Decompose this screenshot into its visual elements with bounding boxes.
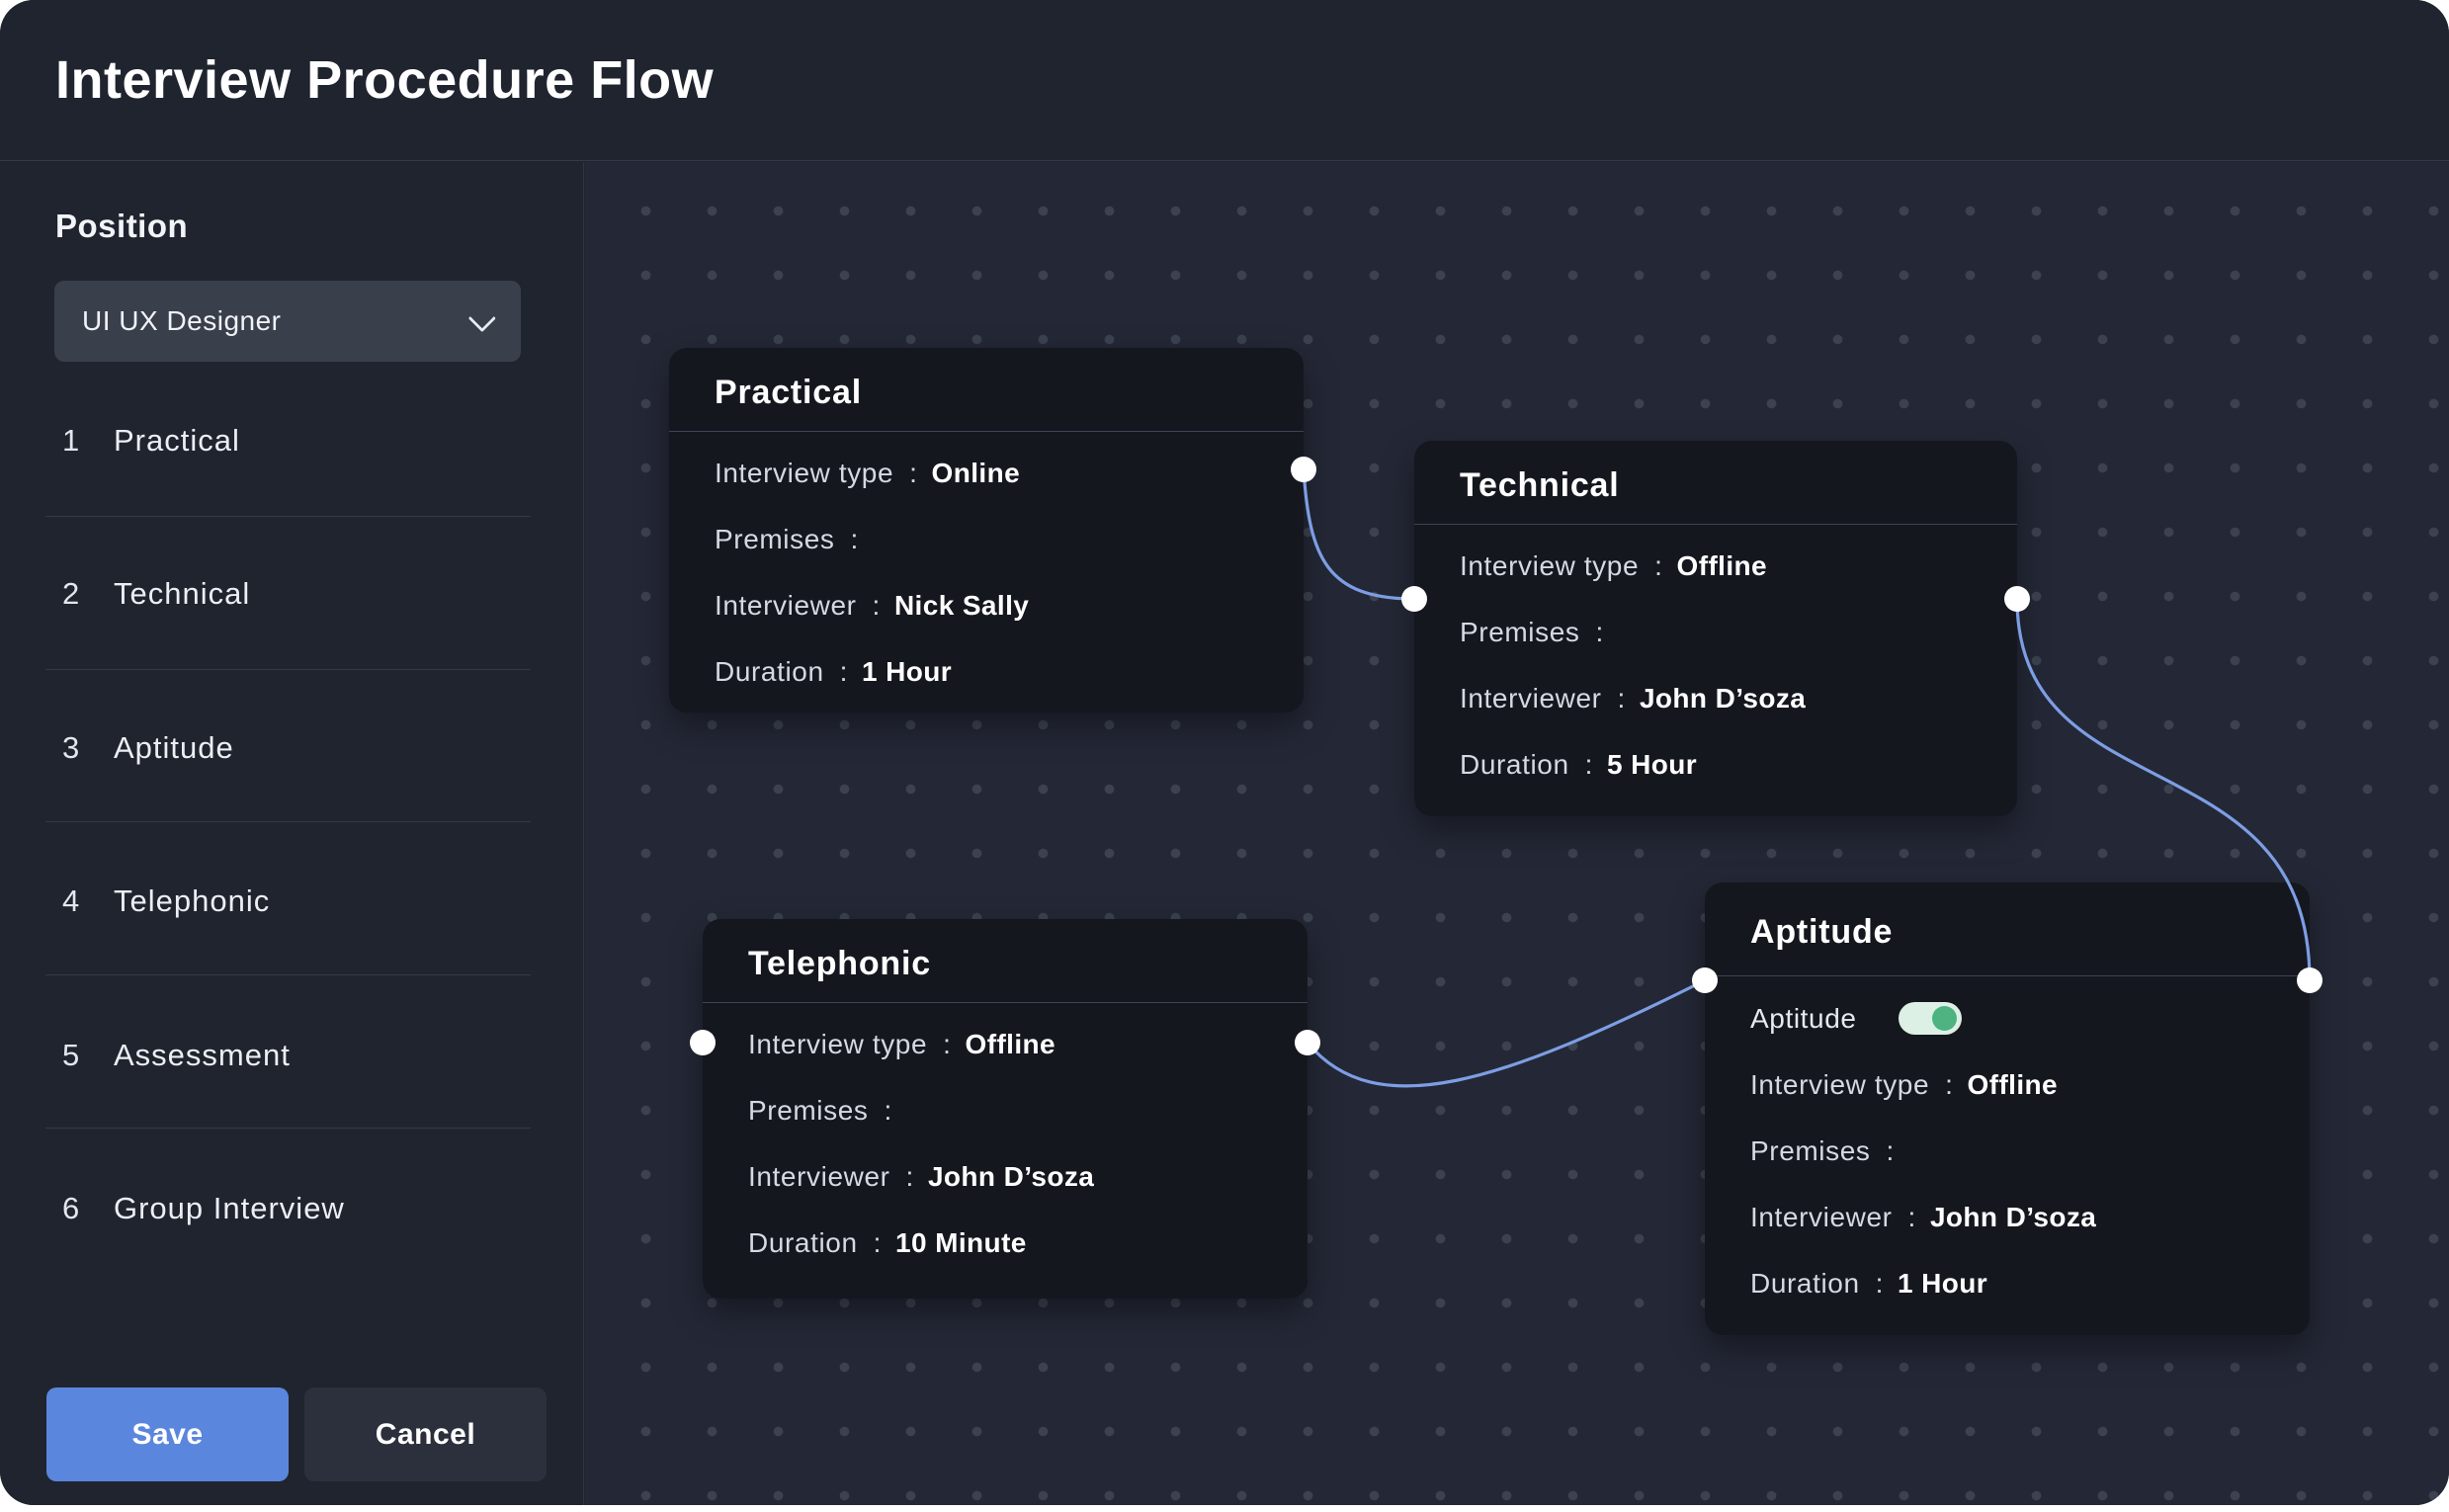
chevron-down-icon	[467, 304, 496, 333]
sidebar-item-technical[interactable]: 2 Technical	[0, 572, 583, 616]
step-number: 5	[62, 1038, 81, 1072]
divider	[1705, 975, 2310, 976]
edge-practical-technical	[1302, 467, 1416, 601]
cancel-button[interactable]: Cancel	[304, 1387, 547, 1481]
node-telephonic[interactable]: Telephonic Interview type:Offline Premis…	[703, 919, 1308, 1299]
step-number: 6	[62, 1191, 81, 1225]
position-label: Position	[55, 208, 189, 244]
page-title: Interview Procedure Flow	[55, 50, 715, 110]
divider	[45, 974, 531, 975]
field-duration: Duration:1 Hour	[715, 656, 953, 687]
step-number: 1	[62, 423, 81, 458]
toggle-label: Aptitude	[1750, 1002, 1857, 1034]
sidebar-item-assessment[interactable]: 5 Assessment	[0, 1034, 583, 1077]
field-interview-type: Interview type:Offline	[1750, 1069, 2059, 1100]
position-dropdown[interactable]: UI UX Designer	[54, 281, 521, 362]
field-duration: Duration:1 Hour	[1750, 1268, 1988, 1299]
field-interview-type: Interview type:Offline	[1460, 550, 1768, 581]
aptitude-toggle-row: Aptitude	[1750, 1002, 2264, 1035]
divider	[45, 516, 531, 517]
node-title: Telephonic	[748, 945, 931, 982]
field-interviewer: Interviewer:John D’soza	[1750, 1202, 2097, 1232]
step-label: Telephonic	[114, 883, 271, 918]
sidebar-item-telephonic[interactable]: 4 Telephonic	[0, 880, 583, 923]
header: Interview Procedure Flow	[0, 0, 2449, 161]
step-label: Practical	[114, 423, 240, 458]
field-premises: Premises:	[748, 1095, 892, 1126]
step-number: 2	[62, 576, 81, 611]
field-interview-type: Interview type:Online	[715, 458, 1021, 488]
step-number: 4	[62, 883, 81, 918]
node-aptitude[interactable]: Aptitude Aptitude Interview type:Offline…	[1705, 882, 2310, 1335]
flow-canvas[interactable]: Practical Interview type:Online Premises…	[585, 162, 2449, 1505]
node-title: Practical	[715, 374, 862, 411]
divider	[703, 1002, 1308, 1003]
node-practical[interactable]: Practical Interview type:Online Premises…	[669, 348, 1304, 713]
step-label: Group Interview	[114, 1191, 345, 1225]
field-duration: Duration:5 Hour	[1460, 749, 1698, 780]
save-button[interactable]: Save	[46, 1387, 289, 1481]
divider	[45, 669, 531, 670]
field-premises: Premises:	[1750, 1135, 1895, 1166]
node-title: Technical	[1460, 466, 1620, 504]
field-interviewer: Interviewer:John D’soza	[1460, 683, 1807, 714]
aptitude-toggle-on[interactable]	[1898, 1002, 1962, 1035]
node-technical[interactable]: Technical Interview type:Offline Premise…	[1414, 441, 2017, 816]
divider	[45, 1128, 531, 1129]
step-label: Technical	[114, 576, 251, 611]
divider	[1414, 524, 2017, 525]
step-number: 3	[62, 730, 81, 765]
step-label: Aptitude	[114, 730, 234, 765]
toggle-knob	[1931, 1006, 1957, 1031]
sidebar-item-group-interview[interactable]: 6 Group Interview	[0, 1187, 583, 1230]
field-interview-type: Interview type:Offline	[748, 1029, 1056, 1059]
sidebar-item-practical[interactable]: 1 Practical	[0, 419, 583, 462]
divider	[669, 431, 1304, 432]
sidebar-item-aptitude[interactable]: 3 Aptitude	[0, 726, 583, 770]
field-duration: Duration:10 Minute	[748, 1227, 1027, 1258]
field-interviewer: Interviewer:John D’soza	[748, 1161, 1095, 1192]
sidebar: Position UI UX Designer 1 Practical 2 Te…	[0, 162, 584, 1505]
field-premises: Premises:	[715, 524, 859, 554]
position-dropdown-value: UI UX Designer	[82, 305, 282, 336]
step-label: Assessment	[114, 1038, 291, 1072]
divider	[45, 821, 531, 822]
node-title: Aptitude	[1750, 913, 1894, 951]
field-premises: Premises:	[1460, 617, 1604, 647]
field-interviewer: Interviewer:Nick Sally	[715, 590, 1030, 621]
edge-telephonic-aptitude	[1306, 978, 1707, 1088]
